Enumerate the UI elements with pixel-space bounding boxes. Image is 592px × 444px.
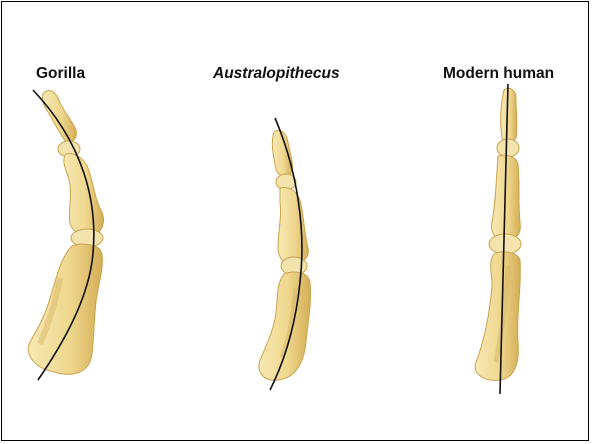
human-joint-1 — [497, 139, 519, 157]
gorilla-finger — [28, 90, 103, 380]
australopithecus-middle-phalanx — [278, 188, 308, 265]
modern-human-finger — [475, 84, 521, 394]
australopithecus-finger — [259, 118, 311, 390]
human-joint-2 — [489, 234, 521, 254]
gorilla-middle-phalanx — [64, 154, 104, 237]
australopithecus-proximal-phalanx — [259, 272, 311, 380]
human-distal-phalanx — [501, 88, 517, 142]
gorilla-distal-phalanx — [42, 91, 76, 143]
